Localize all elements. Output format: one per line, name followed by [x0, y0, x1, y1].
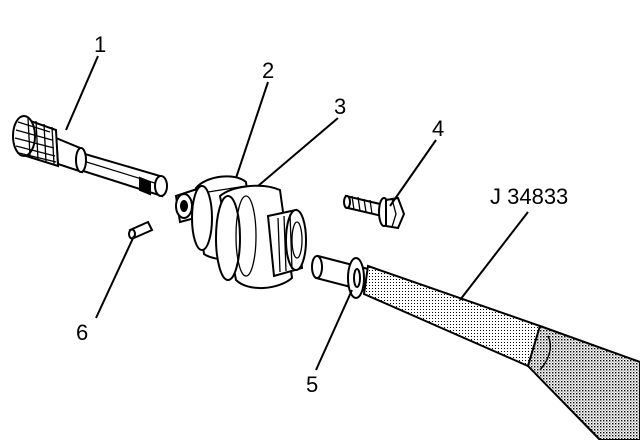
callout-3: 3: [334, 94, 346, 119]
leader-lines: [65, 55, 529, 371]
callout-6: 6: [76, 320, 88, 345]
part-1-drive-gear: [12, 115, 168, 198]
leader-tool: [459, 211, 529, 301]
callout-tool: J 34833: [490, 184, 568, 209]
leader-5: [315, 289, 353, 371]
leader-1: [65, 55, 99, 131]
leader-3: [257, 117, 339, 187]
leader-4: [389, 139, 437, 207]
part-6-roll-pin: [128, 220, 154, 240]
callout-5: 5: [306, 372, 318, 397]
part-5-washer: [347, 257, 365, 299]
leader-2: [235, 81, 269, 179]
callout-4: 4: [432, 116, 444, 141]
part-4-bolt: [343, 194, 406, 230]
part-3-flanged-nut: [215, 184, 307, 290]
callout-1: 1: [94, 32, 106, 57]
callout-2: 2: [262, 58, 274, 83]
leader-6: [95, 235, 135, 319]
